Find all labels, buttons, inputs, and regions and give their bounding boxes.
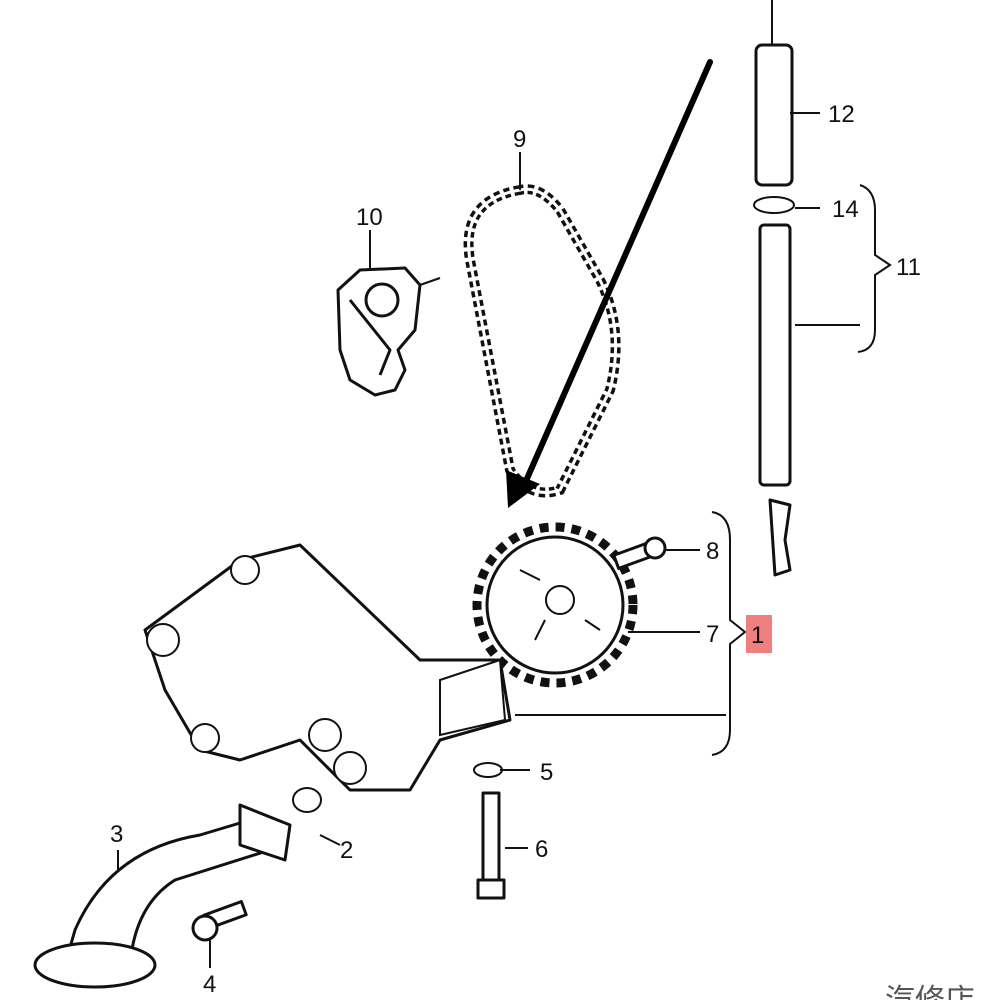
indicator-arrow: [506, 59, 713, 508]
callout-3: 3: [110, 821, 123, 848]
callout-5: 5: [540, 759, 553, 786]
timing-chain-part: [463, 184, 621, 498]
bolt-6-part: [476, 791, 506, 900]
bolt-4-part: [191, 900, 248, 942]
callout-7: 7: [706, 621, 719, 648]
callout-10: 10: [356, 204, 383, 231]
watermark-text: 汽修店: [885, 984, 975, 1000]
oil-strainer-pipe-part: [33, 787, 322, 989]
callout-1: 1: [751, 622, 764, 649]
callout-6: 6: [535, 836, 548, 863]
sprocket-part: [472, 522, 638, 688]
callout-1-highlight: [746, 615, 772, 653]
callout-2: 2: [340, 837, 353, 864]
washer-5-part: [473, 762, 503, 778]
oil-pickup-tube-part: [753, 0, 795, 577]
callout-4: 4: [203, 971, 216, 998]
callout-8: 8: [706, 538, 719, 565]
callout-14: 14: [832, 196, 859, 223]
bolt-8-part: [612, 536, 667, 570]
callout-12: 12: [828, 101, 855, 128]
oil-pump-body-part: [143, 543, 512, 792]
callout-11: 11: [896, 254, 921, 281]
chain-tensioner-part: [336, 266, 441, 397]
callout-9: 9: [513, 126, 526, 153]
leader-lines: [117, 112, 892, 968]
